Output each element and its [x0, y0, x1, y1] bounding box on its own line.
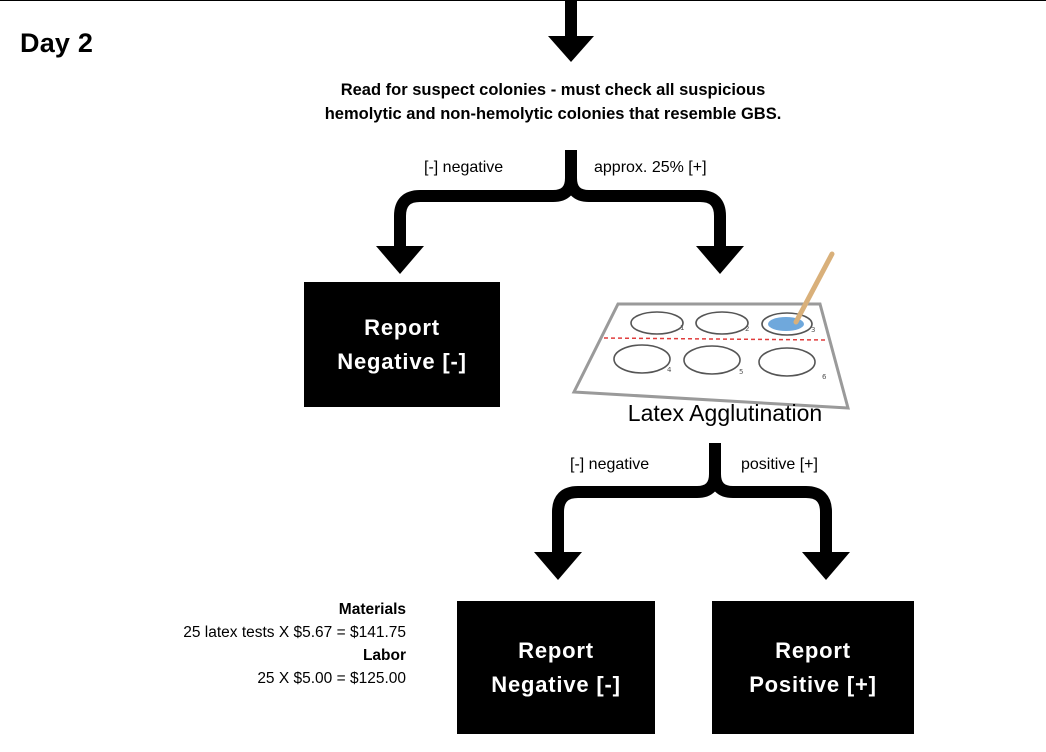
day-title: Day 2 [20, 28, 94, 58]
latex-card-illustration: 1 2 3 4 5 6 [571, 251, 850, 410]
branch-2-negative-label: [-] negative [570, 456, 650, 473]
branch-2-positive-label: positive [+] [741, 456, 818, 473]
report-negative-bottom-line-1: Report [518, 637, 594, 663]
incoming-arrow [548, 0, 594, 62]
instruction-line-1: Read for suspect colonies - must check a… [340, 81, 766, 99]
report-positive-line-1: Report [775, 637, 851, 663]
report-negative-top-line-1: Report [364, 314, 440, 340]
labor-cost: 25 X $5.00 = $125.00 [257, 670, 406, 687]
materials-cost: 25 latex tests X $5.67 = $141.75 [183, 624, 406, 641]
report-negative-box-top: Report Negative [-] [304, 282, 500, 407]
report-negative-bottom-line-2: Negative [-] [491, 671, 621, 697]
split-arrow-1 [394, 150, 726, 246]
instruction-text: Read for suspect colonies - must check a… [273, 78, 833, 126]
split-arrow-2 [552, 443, 832, 552]
split-2-right-arrowhead [802, 552, 850, 580]
well-number-2: 2 [745, 325, 749, 333]
split-2-left-arrowhead [534, 552, 582, 580]
well-number-3: 3 [811, 326, 815, 334]
well-number-6: 6 [822, 373, 827, 381]
well-number-5: 5 [739, 368, 743, 376]
report-negative-box-bottom: Report Negative [-] [457, 601, 655, 734]
instruction-line-2: hemolytic and non-hemolytic colonies tha… [324, 105, 782, 123]
branch-1-negative-label: [-] negative [424, 159, 504, 176]
split-1-left-arrowhead [376, 246, 424, 274]
well-number-4: 4 [667, 366, 672, 374]
cost-summary: Materials 25 latex tests X $5.67 = $141.… [96, 598, 406, 690]
branch-1-positive-label: approx. 25% [+] [594, 159, 707, 176]
report-positive-box: Report Positive [+] [712, 601, 914, 734]
report-negative-top-line-2: Negative [-] [337, 348, 467, 374]
labor-heading: Labor [362, 647, 406, 664]
materials-heading: Materials [338, 601, 406, 618]
latex-caption: Latex Agglutination [627, 400, 823, 426]
top-rule [0, 0, 1046, 1]
split-1-right-arrowhead [696, 246, 744, 274]
well-number-1: 1 [680, 324, 684, 332]
report-positive-line-2: Positive [+] [749, 671, 877, 697]
